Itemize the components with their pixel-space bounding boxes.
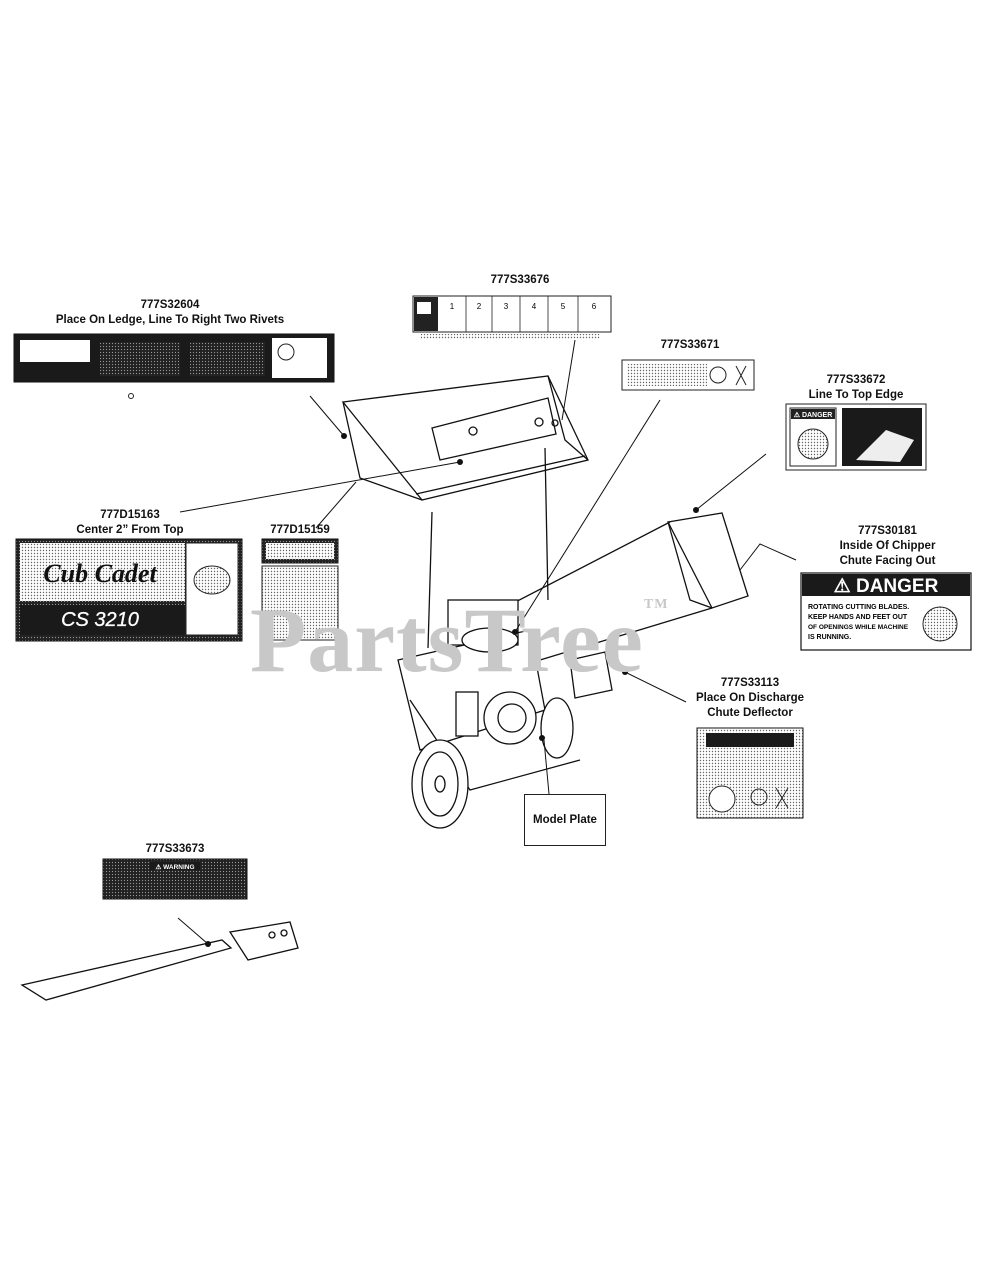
decal-777S33673	[102, 858, 248, 900]
label-777S33672: 777S33672 Line To Top Edge	[796, 373, 916, 403]
label-777S32604: 777S32604 Place On Ledge, Line To Right …	[20, 298, 320, 328]
placement-note: Center 2” From Top	[76, 524, 184, 536]
label-777S30181: 777S30181 Inside Of Chipper Chute Facing…	[820, 524, 955, 569]
part-number: 777S33113	[720, 677, 780, 689]
part-number: 777S33673	[145, 843, 205, 855]
label-777S33676: 777S33676	[470, 273, 570, 288]
danger-line-2: KEEP HANDS AND FEET OUT	[808, 614, 908, 621]
decal-number-2: 2	[477, 302, 482, 311]
small-warning-title: ⚠ WARNING	[155, 863, 194, 871]
danger-line-4: IS RUNNING.	[808, 634, 851, 641]
part-number: 777S33676	[490, 274, 550, 286]
part-number: 777D15159	[270, 524, 330, 536]
decal-number-3: 3	[504, 302, 509, 311]
leader-dots	[205, 433, 699, 947]
model-name: CS 3210	[61, 609, 139, 631]
decal-777S30181	[800, 572, 972, 651]
decal-number-4: 4	[532, 302, 537, 311]
decal-number-5: 5	[561, 302, 566, 311]
part-number: 777S32604	[140, 299, 200, 311]
placement-note: Place On Ledge, Line To Right Two Rivets	[55, 314, 285, 326]
leader-lines	[177, 339, 797, 945]
decal-777S33672	[785, 403, 927, 471]
label-777S33113: 777S33113 Place On Discharge Chute Defle…	[680, 676, 820, 721]
watermark-text: PartsTree	[250, 589, 644, 691]
decal-777D15159	[261, 538, 339, 641]
part-number: 777S30181	[858, 525, 917, 537]
placement-note-1: Place On Discharge	[695, 692, 805, 704]
label-777S33673: 777S33673	[125, 842, 225, 857]
label-777D15163: 777D15163 Center 2” From Top	[60, 508, 200, 538]
watermark-trademark: TM	[643, 597, 669, 612]
decal-number-6: 6	[592, 302, 597, 311]
decal-777S33113	[696, 727, 804, 819]
decal-777D15163	[15, 538, 243, 642]
partstree-watermark: PartsTreeTM	[250, 590, 730, 690]
danger-line-3: OF OPENINGS WHILE MACHINE	[808, 624, 909, 631]
decal-number-1: 1	[450, 302, 455, 311]
model-plate-callout: Model Plate	[524, 794, 606, 846]
chipper-machine	[20, 375, 749, 1001]
decal-777S33671	[621, 359, 755, 391]
part-number: 777S33671	[660, 339, 720, 351]
danger-title: ⚠ DANGER	[834, 576, 939, 597]
decal-777S33676	[412, 295, 612, 339]
small-danger-title: ⚠ DANGER	[794, 411, 833, 419]
placement-note: Line To Top Edge	[808, 389, 904, 401]
decal-777S32604	[13, 333, 335, 399]
placement-note-2: Chute Facing Out	[839, 555, 936, 567]
label-777D15159: 777D15159	[255, 523, 345, 538]
danger-line-1: ROTATING CUTTING BLADES.	[808, 604, 909, 611]
placement-note-2: Chute Deflector	[707, 707, 793, 719]
brand-logo: Cub Cadet	[43, 559, 157, 588]
placement-note-1: Inside Of Chipper	[839, 540, 936, 552]
part-number: 777S33672	[826, 374, 886, 386]
label-777S33671: 777S33671	[640, 338, 740, 353]
model-plate-label: Model Plate	[533, 814, 597, 826]
part-number: 777D15163	[100, 509, 160, 521]
